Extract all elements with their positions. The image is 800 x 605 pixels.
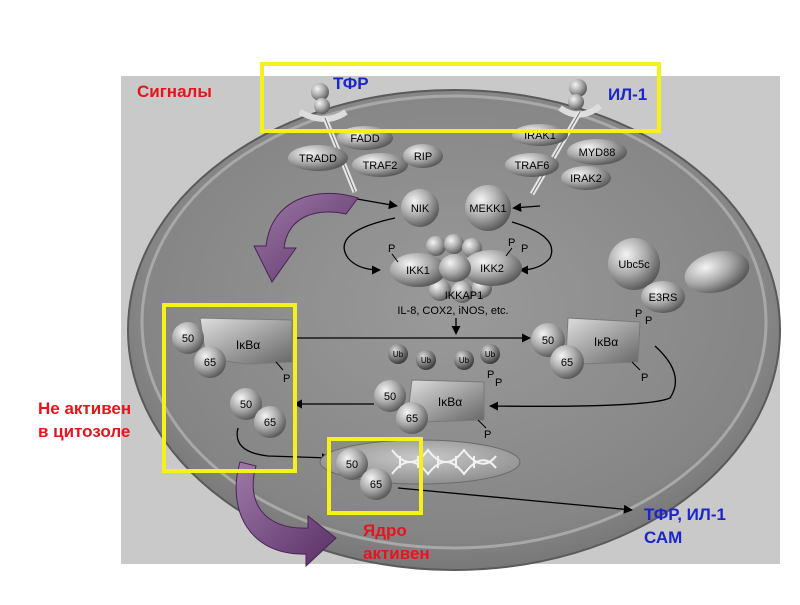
free-p65: [254, 406, 286, 438]
rip-protein: [403, 144, 443, 168]
phospho-label-b: P: [645, 315, 652, 327]
irak2-protein: [561, 166, 611, 190]
target-genes-label: IL-8, COX2, iNOS, etc.: [397, 305, 508, 317]
arrow-to-ubiquitination: [489, 345, 677, 411]
traf6-label: TRAF6: [515, 160, 550, 172]
highlight-signals: [260, 62, 661, 133]
large-protein: [684, 250, 750, 294]
ub-phospho-label-a: P: [487, 369, 494, 381]
ikba-label-inactive: IκBα: [236, 338, 260, 352]
mekk1-protein: [465, 185, 511, 231]
traf6-protein: [505, 153, 559, 177]
traf2-label: TRAF2: [363, 160, 398, 172]
traf2-protein: [352, 153, 408, 177]
ub-phospho-label-c: P: [484, 429, 491, 441]
ikk1-phospho-label: P: [388, 243, 395, 255]
tradd-label: TRADD: [299, 153, 337, 165]
ubc5c-label: Ubc5c: [618, 259, 650, 271]
ub-phospho-label-b: P: [495, 377, 502, 389]
arrow-mekk1-to-ikk2: [511, 221, 553, 275]
p65-label-inactive: 65: [204, 357, 216, 369]
il1-label: ИЛ-1: [608, 85, 648, 104]
nfkb-ikba-complex-inactive: IκBα 50 65 P: [172, 317, 293, 385]
nfkb-ikba-complex-phospho: IκBα 50 65 P P P: [531, 308, 652, 384]
purple-arrow-bottom: [235, 461, 337, 568]
phospho-label-a: P: [635, 308, 642, 320]
arrow-to-output: [397, 487, 633, 514]
p50-label-ub: 50: [384, 391, 396, 403]
p65-label-free: 65: [264, 417, 276, 429]
ikk-complex: [390, 234, 522, 303]
il1-receptor: [529, 79, 602, 196]
ubc5c-protein: [608, 238, 660, 290]
p65-label-ub: 65: [406, 413, 418, 425]
ub-label-1: Ub: [393, 350, 404, 359]
nuclear-p50: [336, 448, 368, 480]
nucleus-label-line2: активен: [363, 544, 430, 563]
mekk1-label: MEKK1: [469, 203, 506, 215]
ikk1-label: IKK1: [406, 265, 430, 277]
ikkap1-label: IKKAP1: [445, 290, 484, 302]
inactive-label-line2: в цитозоле: [38, 422, 131, 441]
tradd-protein: [288, 145, 348, 171]
ikk1-protein: [390, 253, 446, 287]
arrow-to-nucleus: [236, 427, 331, 463]
highlight-nucleus: [327, 437, 423, 515]
nik-protein: [401, 189, 439, 227]
p50-label-phospho: 50: [542, 335, 554, 347]
nuclear-p65: [360, 468, 392, 500]
dna-helix: [391, 448, 497, 476]
tfr-label: ТФР: [333, 74, 369, 93]
ikba-label-phospho: IκBα: [594, 335, 618, 349]
rip-label: RIP: [414, 151, 432, 163]
purple-arrow-top: [253, 192, 359, 283]
ub-label-2: Ub: [421, 356, 432, 365]
irak2-label: IRAK2: [570, 173, 602, 185]
myd88-label: MYD88: [579, 147, 616, 159]
ubiquitinated-complex: Ub Ub Ub Ub IκBα 50 65 P P P: [374, 344, 502, 441]
signals-label: Сигналы: [137, 82, 212, 101]
ikk2-label: IKK2: [480, 263, 504, 275]
myd88-protein: [567, 139, 627, 165]
phospho-label-c: P: [641, 372, 648, 384]
p50-label-inactive: 50: [182, 333, 194, 345]
free-p50: [230, 388, 262, 420]
p65-label-nuclear: 65: [370, 479, 382, 491]
ikk2-protein: [462, 250, 522, 286]
highlight-cytosol: [162, 303, 297, 473]
ub-label-3: Ub: [459, 356, 470, 365]
p65-label-phospho: 65: [561, 357, 573, 369]
cell-membrane-inner: [140, 94, 768, 550]
e3rs-label: E3RS: [649, 292, 678, 304]
ikba-label-ub: IκBα: [438, 395, 462, 409]
arrow-nik-to-ikk1: [343, 217, 396, 275]
nucleus-label-line1: Ядро: [363, 521, 407, 540]
p50-label-nuclear: 50: [346, 459, 358, 471]
arrow-to-mekk1: [512, 202, 541, 212]
ikk2-phospho-label-a: P: [508, 237, 515, 249]
fadd-label: FADD: [350, 133, 379, 145]
inactive-label-line1: Не активен: [38, 399, 132, 418]
p50-label-free: 50: [240, 399, 252, 411]
inactive-phospho-label: P: [283, 373, 290, 385]
e3rs-protein: [641, 281, 685, 313]
output-label-line2: САМ: [644, 528, 683, 547]
ub-label-4: Ub: [485, 350, 496, 359]
ikk2-phospho-label-b: P: [521, 243, 528, 255]
output-label-line1: ТФР, ИЛ-1: [644, 505, 726, 524]
nik-label: NIK: [411, 203, 430, 215]
